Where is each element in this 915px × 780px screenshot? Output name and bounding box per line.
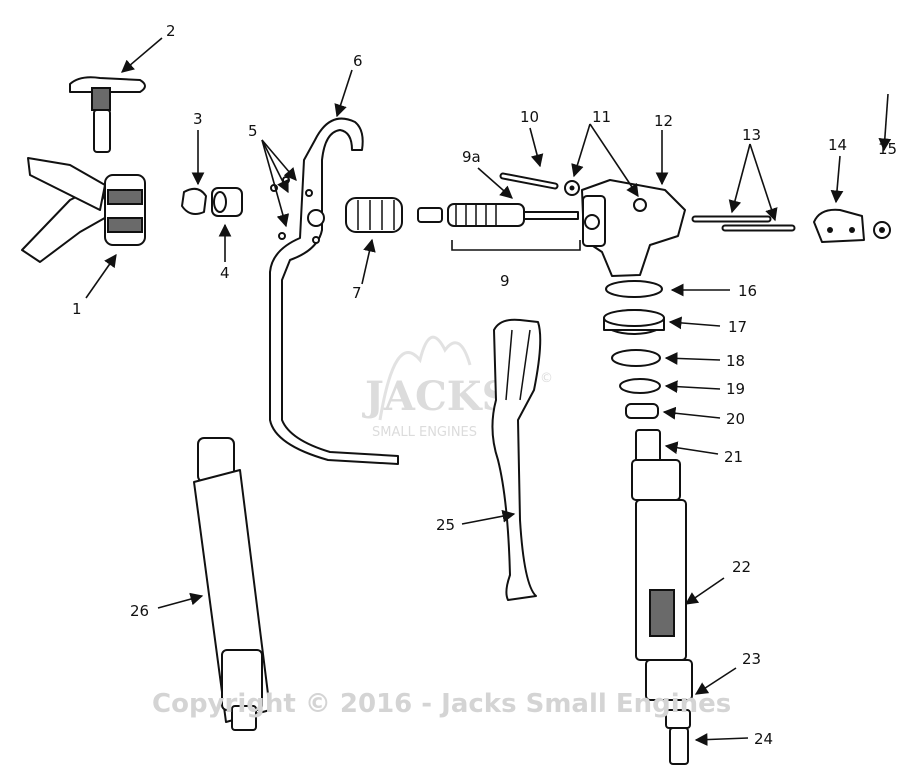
callout-9a: 9a — [462, 148, 481, 166]
callout-6: 6 — [353, 52, 363, 70]
callout-4: 4 — [220, 264, 230, 282]
callout-23: 23 — [742, 650, 761, 668]
logo-registered-mark: © — [540, 371, 553, 386]
part-19-o-ring — [619, 378, 661, 394]
callout-24: 24 — [754, 730, 773, 748]
part-15-nut — [873, 221, 891, 239]
part-6-trigger-guard — [269, 117, 399, 465]
callout-25: 25 — [436, 516, 455, 534]
part-26-extension — [193, 437, 271, 731]
part-18-seal — [611, 349, 661, 367]
part-7-filter — [345, 197, 403, 233]
callout-5: 5 — [248, 122, 258, 140]
callout-19: 19 — [726, 380, 745, 398]
part-13-pins — [691, 215, 796, 232]
part-20-bushing — [625, 403, 659, 419]
callout-2: 2 — [166, 22, 176, 40]
callout-16: 16 — [738, 282, 757, 300]
part-12-gun-head — [581, 179, 686, 277]
callout-22: 22 — [732, 558, 751, 576]
part-9-needle-assembly — [417, 203, 581, 251]
watermark-logo: JACKS SMALL ENGINES © — [362, 335, 553, 440]
callout-26: 26 — [130, 602, 149, 620]
part-5-screws — [270, 176, 290, 240]
part-22-handle — [631, 459, 687, 661]
leader-lines — [85, 37, 892, 746]
part-10-pin — [499, 172, 559, 190]
part-4-seat-housing — [211, 187, 243, 217]
part-2-spray-tip — [69, 76, 146, 153]
callout-18: 18 — [726, 352, 745, 370]
callout-13: 13 — [742, 126, 761, 144]
part-16-gasket — [605, 280, 663, 298]
logo-sub-text: SMALL ENGINES — [372, 425, 477, 440]
callout-15: 15 — [878, 140, 897, 158]
callout-7: 7 — [352, 284, 362, 302]
callout-9: 9 — [500, 272, 510, 290]
callout-11: 11 — [592, 108, 611, 126]
callout-labels: 1 2 3 4 5 6 7 9 9a 10 11 12 13 14 15 16 … — [72, 22, 897, 748]
callout-20: 20 — [726, 410, 745, 428]
logo-main-text: JACKS — [362, 373, 510, 420]
part-1-tip-guard — [21, 157, 146, 263]
part-3-seal — [181, 187, 207, 215]
callout-14: 14 — [828, 136, 847, 154]
callout-10: 10 — [520, 108, 539, 126]
callout-17: 17 — [728, 318, 747, 336]
callout-1: 1 — [72, 300, 82, 318]
part-11-washer — [564, 180, 580, 196]
part-24-swivel — [665, 709, 691, 765]
part-25-trigger — [491, 318, 542, 601]
part-23-fitting — [645, 659, 693, 701]
callout-12: 12 — [654, 112, 673, 130]
part-17-swivel-nut — [603, 309, 665, 335]
part-14-trigger-lock — [813, 208, 865, 243]
callout-3: 3 — [193, 110, 203, 128]
callout-21: 21 — [724, 448, 743, 466]
copyright-watermark: Copyright © 2016 - Jacks Small Engines — [152, 689, 731, 719]
